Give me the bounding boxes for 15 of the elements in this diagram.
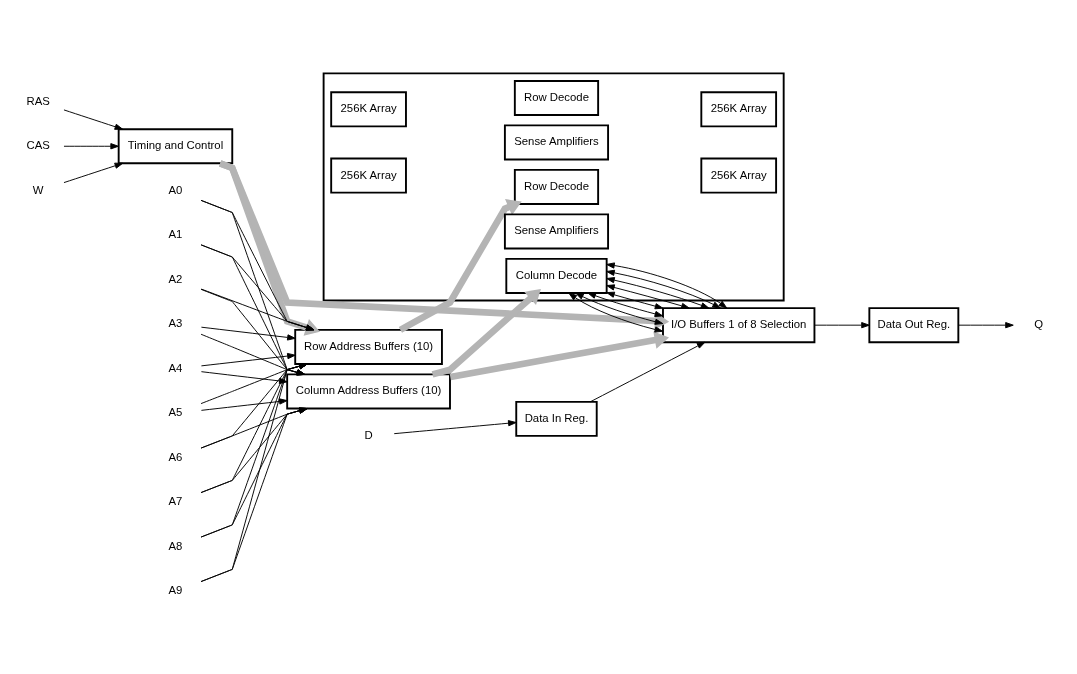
node-text: A1 <box>168 228 183 241</box>
node-text: A7 <box>168 495 183 508</box>
node-text: CAS <box>26 139 50 152</box>
node-text: D <box>364 428 373 441</box>
node-text: W <box>32 183 44 196</box>
node-text: A2 <box>168 272 183 285</box>
node-text: Q <box>1034 318 1044 331</box>
node-text: A4 <box>168 361 183 374</box>
node-text: A5 <box>168 406 183 419</box>
node-text: A0 <box>168 183 183 196</box>
node-text: A3 <box>168 317 183 330</box>
node-text: A6 <box>168 450 183 463</box>
node-text: A9 <box>168 584 183 597</box>
node-text: RAS <box>26 94 50 107</box>
node-text: A8 <box>168 539 183 552</box>
